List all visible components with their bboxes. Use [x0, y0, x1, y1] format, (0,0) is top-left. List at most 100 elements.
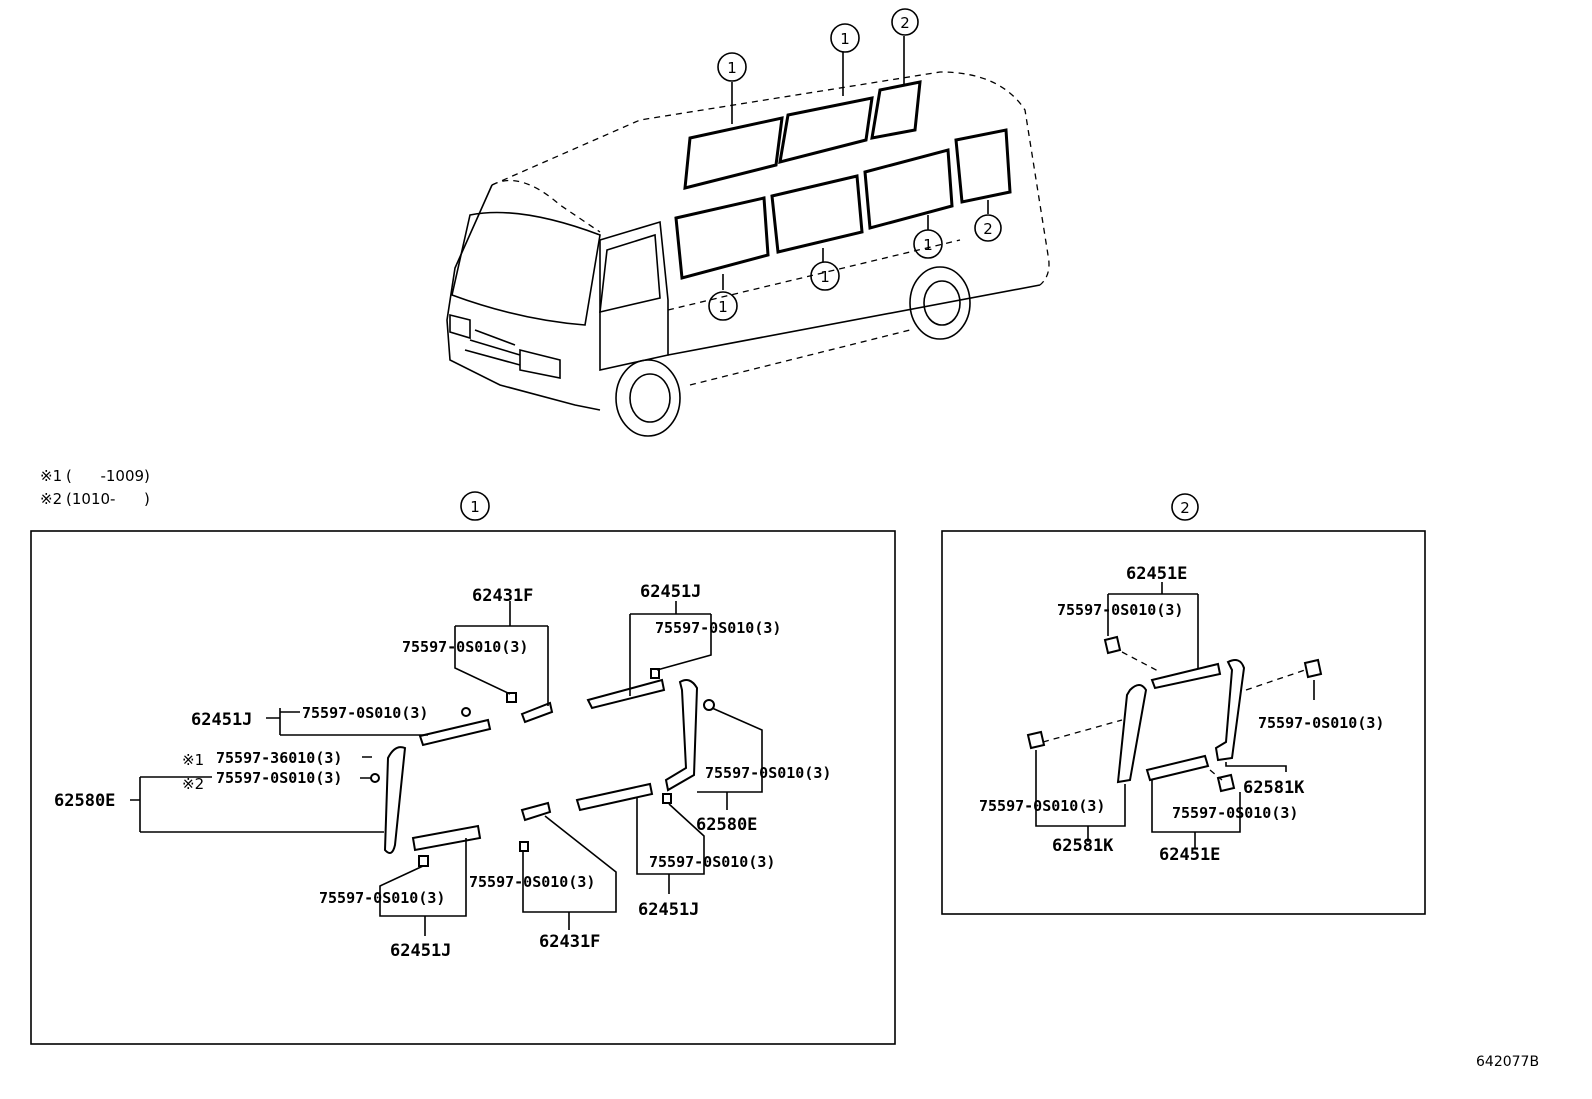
- pn-62581K-right: 62581K: [1243, 778, 1305, 798]
- panel-1: 1: [30, 491, 896, 1045]
- clip-bottom-right-label: 75597-0S010(3): [649, 853, 775, 871]
- svg-text:2: 2: [983, 220, 993, 238]
- callout-upper-3: 2: [891, 8, 919, 36]
- star1-mark: ※1: [182, 751, 204, 769]
- callout-upper-1: 1: [717, 52, 747, 82]
- pn-62451J-bottom-left: 62451J: [390, 941, 451, 961]
- clip-bottom-mid-label: 75597-0S010(3): [469, 873, 595, 891]
- note-2-text: (1010- ): [66, 490, 150, 508]
- window-upper-1: [683, 116, 784, 190]
- pn-62431F-bottom: 62431F: [539, 932, 600, 952]
- clip-left-label: 75597-0S010(3): [979, 797, 1105, 815]
- panel-1-title-circle: [460, 491, 490, 521]
- clip-right-label: 75597-0S010(3): [1258, 714, 1384, 732]
- figure-code: 642077B: [1476, 1054, 1539, 1070]
- clip-right-mid-label: 75597-0S010(3): [705, 764, 831, 782]
- callout-lower-4: 2: [974, 214, 1002, 242]
- clip-top-label: 75597-0S010(3): [1057, 601, 1183, 619]
- window-upper-3: [870, 80, 922, 140]
- clip-bottom-label: 75597-0S010(3): [1172, 804, 1298, 822]
- window-upper-2: [778, 96, 874, 165]
- svg-text:1: 1: [718, 298, 728, 316]
- roof-side-line: [491, 179, 601, 233]
- clip-top-right-label: 75597-0S010(3): [655, 619, 781, 637]
- svg-text:1: 1: [840, 30, 850, 48]
- cab-door: [599, 220, 669, 371]
- clip-left: [1026, 730, 1046, 750]
- moulding-62451J-bottom-left: [411, 824, 482, 852]
- pn-62451J-top: 62451J: [640, 582, 701, 602]
- window-lower-3: [863, 148, 954, 230]
- pn-62451J-left: 62451J: [191, 710, 252, 730]
- clip-top: [1103, 635, 1122, 655]
- note-2-mark: ※2: [40, 490, 62, 508]
- panel-2-parts: [1026, 635, 1323, 793]
- panel-1-leaders: [130, 601, 763, 936]
- rear-wheel: [909, 266, 971, 340]
- window-lower-4: [954, 128, 1012, 204]
- panel-2-title: 2: [1180, 499, 1190, 517]
- weatherstrip-62581K-right: [1214, 659, 1246, 762]
- moulding-62451J-left: [418, 718, 492, 747]
- panel-2: 2 62451E 75597-0S010(3) 75597-0S010(3) 6…: [941, 493, 1426, 915]
- pn-62451J-bottom-right: 62451J: [638, 900, 699, 920]
- clip-left: [461, 707, 471, 717]
- clip-bottom-mid: [519, 841, 529, 852]
- callout-lower-3: 1: [913, 229, 943, 259]
- notes: ※1 ( -1009) ※2 (1010- ): [40, 467, 150, 508]
- panel-1-title: 1: [470, 498, 480, 516]
- clip-top-right: [650, 668, 660, 679]
- svg-text:1: 1: [820, 268, 830, 286]
- clip-bottom-left: [418, 855, 429, 867]
- window-lower-2: [770, 174, 864, 254]
- clip-bottom: [1216, 773, 1236, 793]
- pn-62580E-right: 62580E: [696, 815, 757, 835]
- front-grille: [464, 339, 521, 366]
- clip-top-left-label: 75597-0S010(3): [402, 638, 528, 656]
- clip-star2: [370, 773, 380, 783]
- front-body: [446, 184, 601, 411]
- pn-62580E-left: 62580E: [54, 791, 115, 811]
- moulding-62451J-bottom-right: [575, 782, 654, 812]
- vehicle-callouts: 1 1 2 1 1 1 2: [708, 8, 1002, 321]
- callout-upper-2: 1: [830, 23, 860, 53]
- clip-left-label: 75597-0S010(3): [302, 704, 428, 722]
- star2-mark: ※2: [182, 775, 204, 793]
- moulding-62451E-top: [1150, 662, 1222, 690]
- weatherstrip-62580E-left: [383, 746, 407, 855]
- cab-window: [599, 233, 661, 314]
- clip-star1-label: 75597-36010(3): [216, 749, 342, 767]
- clip-bottom-right: [662, 793, 672, 804]
- body-lower-line: [667, 284, 1041, 356]
- clip-star2-label: 75597-0S010(3): [216, 769, 342, 787]
- panel-1-parts: [370, 668, 715, 867]
- pn-62431F-top: 62431F: [472, 586, 533, 606]
- clip-bottom-left-label: 75597-0S010(3): [319, 889, 445, 907]
- window-lower-1: [674, 196, 770, 280]
- callout-lower-1: 1: [708, 291, 738, 321]
- clip-right: [1303, 658, 1323, 679]
- panel-2-frame: [941, 530, 1426, 915]
- panel-2-leaders: [1035, 582, 1315, 848]
- front-lamps: [449, 313, 561, 379]
- weatherstrip-62581K-left: [1116, 684, 1148, 784]
- weatherstrip-62580E-right: [664, 679, 699, 792]
- moulding-62431F-top: [520, 701, 554, 724]
- note-1-text: ( -1009): [66, 467, 150, 485]
- svg-text:1: 1: [923, 236, 933, 254]
- clip-top-left: [506, 692, 517, 703]
- moulding-62431F-bottom: [520, 801, 552, 822]
- panel-1-frame: [30, 530, 896, 1045]
- clip-right-mid: [703, 699, 715, 711]
- pn-62581K-left: 62581K: [1052, 836, 1114, 856]
- svg-text:1: 1: [727, 59, 737, 77]
- roof-outline: [491, 71, 1050, 286]
- note-1-mark: ※1: [40, 467, 62, 485]
- bus-illustration: [446, 36, 1050, 437]
- moulding-62451J-top: [586, 678, 666, 710]
- moulding-62451E-bottom: [1145, 754, 1210, 782]
- windshield: [451, 211, 601, 326]
- pn-62451E-bottom: 62451E: [1159, 845, 1220, 865]
- callout-lower-2: 1: [810, 261, 840, 291]
